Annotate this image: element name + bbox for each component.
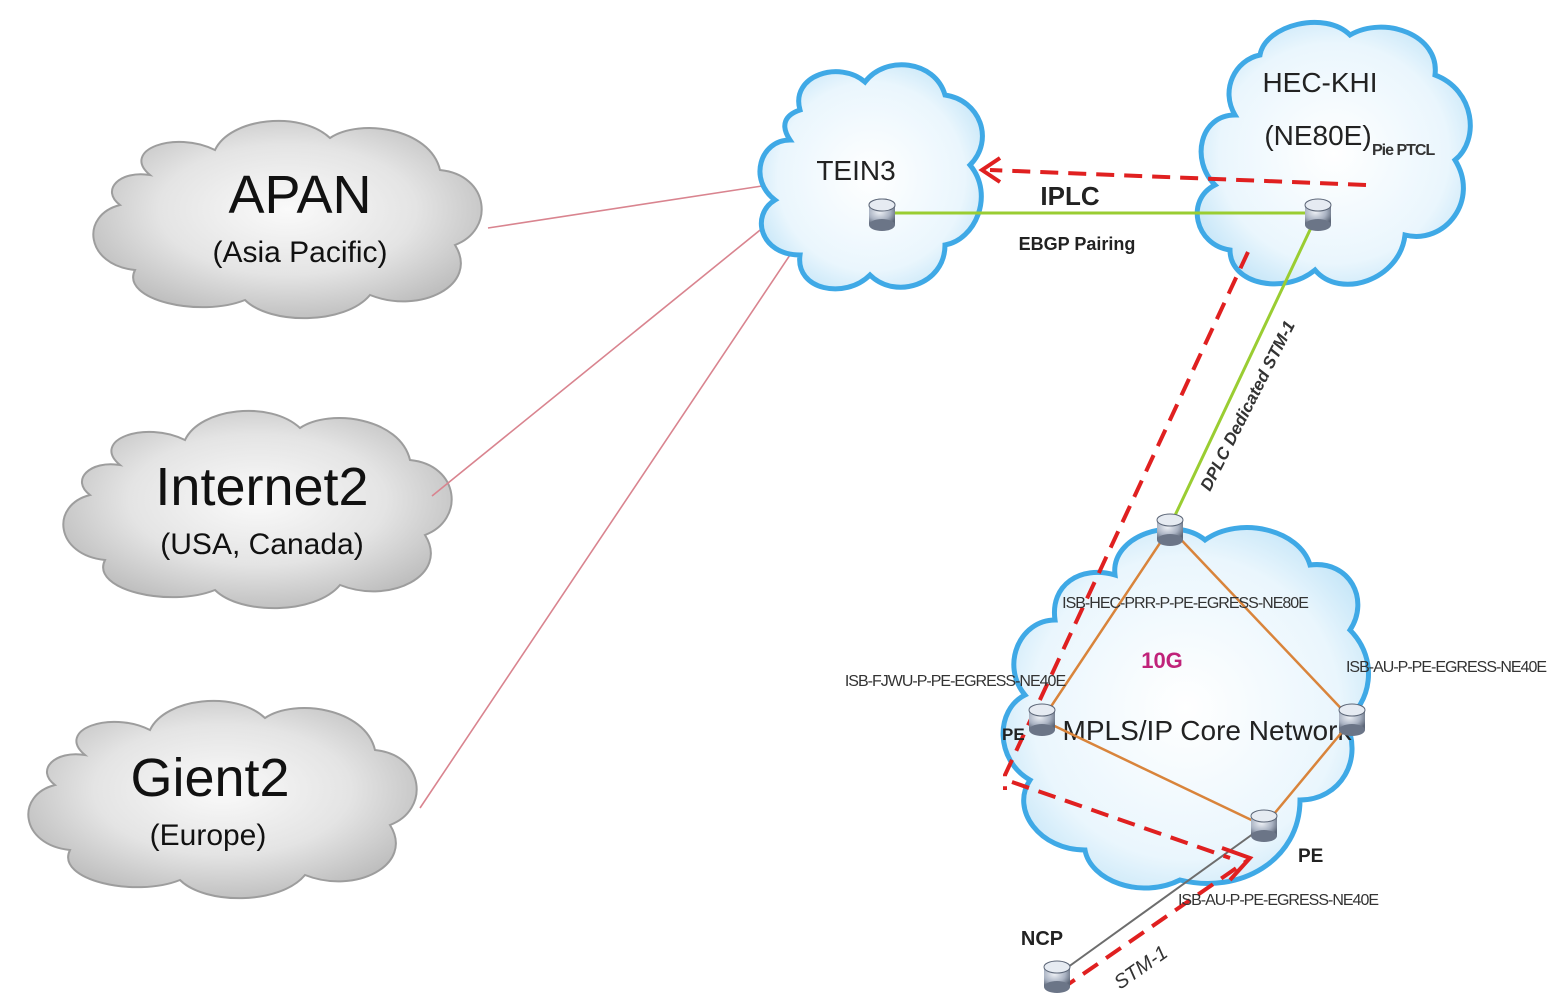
pink-links — [419, 185, 797, 809]
arrow-head-pe — [1221, 846, 1254, 882]
router-core-right — [1338, 703, 1366, 736]
path-hec-to-core — [1003, 251, 1250, 790]
pe-bottom-label: PE — [1298, 846, 1323, 867]
cloud-hec-khi: HEC-KHI (NE80E) Pie PTCL — [1194, 19, 1473, 287]
core-link-right-bottom — [1263, 719, 1353, 827]
router-hec-khi — [1304, 198, 1332, 231]
core-link-top-left — [1040, 527, 1172, 721]
tein3-cloud-shape — [757, 62, 985, 292]
cloud-tein3: TEIN3 — [757, 62, 985, 292]
ncp-label: NCP — [1021, 928, 1063, 950]
gient2-name: Gient2 — [130, 748, 289, 808]
router-core-bottom — [1250, 809, 1278, 842]
router-bottom-label: ISB-AU-P-PE-EGRESS-NE40E — [1178, 892, 1378, 909]
core-links — [1040, 527, 1353, 828]
hec-khi-name: HEC-KHI — [1262, 67, 1377, 98]
gient2-cloud-shape — [27, 699, 418, 900]
router-ncp — [1043, 960, 1071, 993]
dplc-link — [1168, 212, 1320, 527]
internet2-cloud-shape — [62, 409, 453, 610]
core-speed: 10G — [1141, 648, 1183, 673]
path-core-left-to-bottom — [1011, 780, 1231, 860]
link-apan-tein3 — [487, 185, 763, 229]
arrow-head-tein3 — [978, 156, 1002, 184]
cloud-apan: APAN (Asia Pacific) — [92, 119, 483, 320]
router-left-label: ISB-FJWU-P-PE-EGRESS-NE40E — [845, 673, 1066, 690]
path-hec-to-tein3 — [989, 168, 1367, 187]
apan-cloud-shape — [92, 119, 483, 320]
router-tein3 — [868, 198, 896, 231]
cloud-gient2: Gient2 (Europe) — [27, 699, 418, 900]
router-core-left — [1028, 703, 1056, 736]
pe-left-label: PE — [1002, 725, 1025, 744]
core-title: MPLS/IP Core Network — [1063, 715, 1353, 746]
router-core-top — [1156, 513, 1184, 546]
router-right-label: ISB-AU-P-PE-EGRESS-NE40E — [1346, 659, 1546, 676]
traffic-path — [989, 168, 1367, 992]
cloud-mpls-core: MPLS/IP Core Network 10G — [1000, 525, 1371, 891]
hec-khi-model: (NE80E) — [1264, 120, 1371, 151]
core-link-left-bottom — [1041, 718, 1265, 828]
gient2-region: (Europe) — [150, 819, 267, 852]
hec-khi-note: Pie PTCL — [1372, 142, 1435, 159]
dplc-label: DPLC Dedicated STM-1 — [1197, 318, 1299, 494]
mpls-cloud-shape — [1000, 525, 1371, 891]
core-link-top-right — [1169, 527, 1353, 721]
apan-name: APAN — [228, 165, 371, 225]
cloud-internet2: Internet2 (USA, Canada) — [62, 409, 453, 610]
link-internet2-tein3 — [431, 221, 771, 497]
router-top-label: ISB-HEC-PRR-P-PE-EGRESS-NE80E — [1062, 595, 1308, 612]
internet2-name: Internet2 — [155, 457, 368, 517]
path-ncp-to-pe — [1058, 858, 1250, 992]
tein3-label: TEIN3 — [816, 155, 895, 186]
link-gient2-tein3 — [419, 245, 797, 809]
internet2-region: (USA, Canada) — [160, 528, 363, 561]
apan-region: (Asia Pacific) — [212, 236, 387, 269]
hec-khi-cloud-shape — [1194, 19, 1473, 287]
ebgp-label: EBGP Pairing — [1019, 234, 1136, 254]
iplc-label: IPLC — [1040, 181, 1099, 211]
